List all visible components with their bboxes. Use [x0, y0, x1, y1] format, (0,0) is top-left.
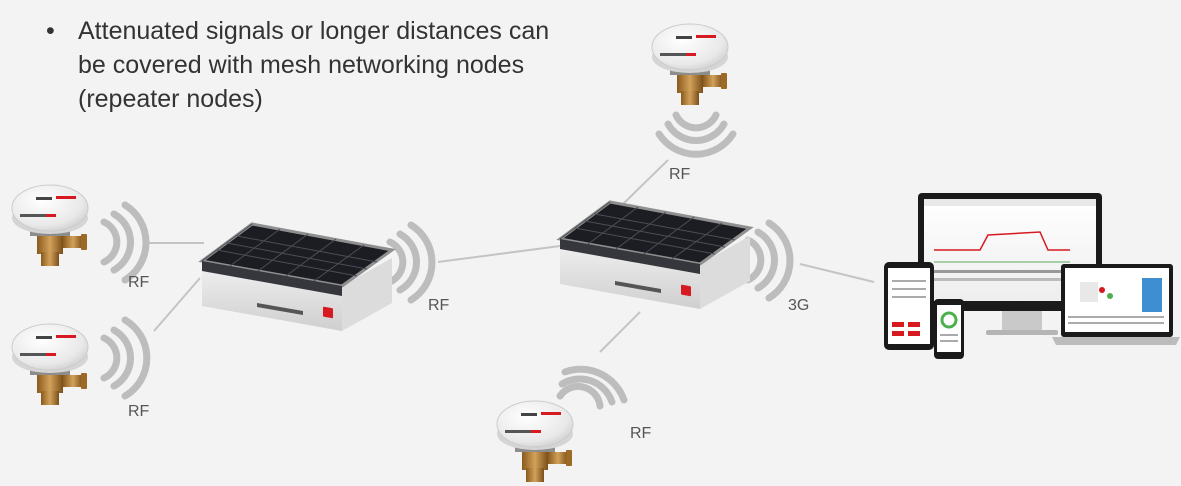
rf-label-center: RF: [428, 297, 450, 314]
bullet-marker: •: [46, 17, 55, 45]
gateway-left: [200, 222, 394, 333]
phone-device: [934, 299, 964, 359]
tablet-device: [884, 262, 934, 350]
rf-label-bottom: RF: [630, 425, 652, 442]
sensor-top: [651, 23, 729, 106]
sensor-left-top: [11, 184, 89, 267]
bullet-text: Attenuated signals or longer distances c…: [78, 17, 550, 113]
laptop-device: [1052, 264, 1180, 345]
gateway-right: [558, 200, 752, 311]
sensor-bottom: [496, 400, 574, 483]
rf-signal-waves: [100, 111, 794, 410]
rf-label-top: RF: [669, 166, 691, 183]
rf-label-left-bottom: RF: [128, 403, 150, 420]
sensor-left-bottom: [11, 323, 89, 406]
cellular-label: 3G: [788, 297, 810, 314]
rf-label-left-top: RF: [128, 274, 150, 291]
network-links: [148, 159, 875, 353]
